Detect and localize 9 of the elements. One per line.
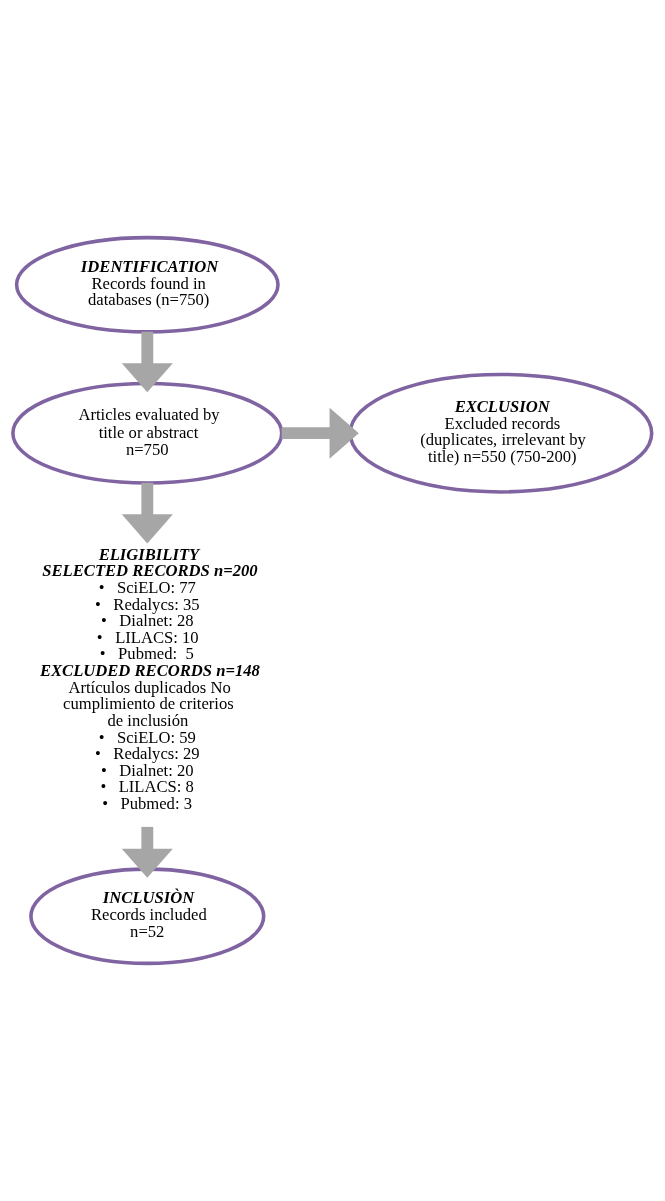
arrow	[121, 482, 173, 544]
arrow	[121, 331, 173, 393]
arrow	[121, 826, 173, 878]
node-ellipse: INCLUSIÒN Records included n=52	[29, 867, 266, 966]
node-text: ELIGIBILITY SELECTED RECORDS n=200 • SciELO: 77 • Redalycs: 35 • Dialnet: 28 • LILACS: 10 • Pubmed: 5 EXCLUDED RECORDS n=148 Artículos duplicados No cumplimiento de criterios de inclusión • SciELO: 59 • Redalycs: 29 • Dialnet: 20 • LILACS: 8 • Pubmed: 3	[39, 544, 260, 813]
arrow	[281, 407, 359, 459]
node-ellipse: IDENTIFICATION Records found in databases (n=750)	[14, 235, 280, 334]
node-ellipse: EXCLUSION Excluded records (duplicates, irrelevant by title) n=550 (750-200)	[348, 372, 654, 494]
node-ellipse: Articles evaluated by title or abstract n=750	[11, 381, 284, 485]
